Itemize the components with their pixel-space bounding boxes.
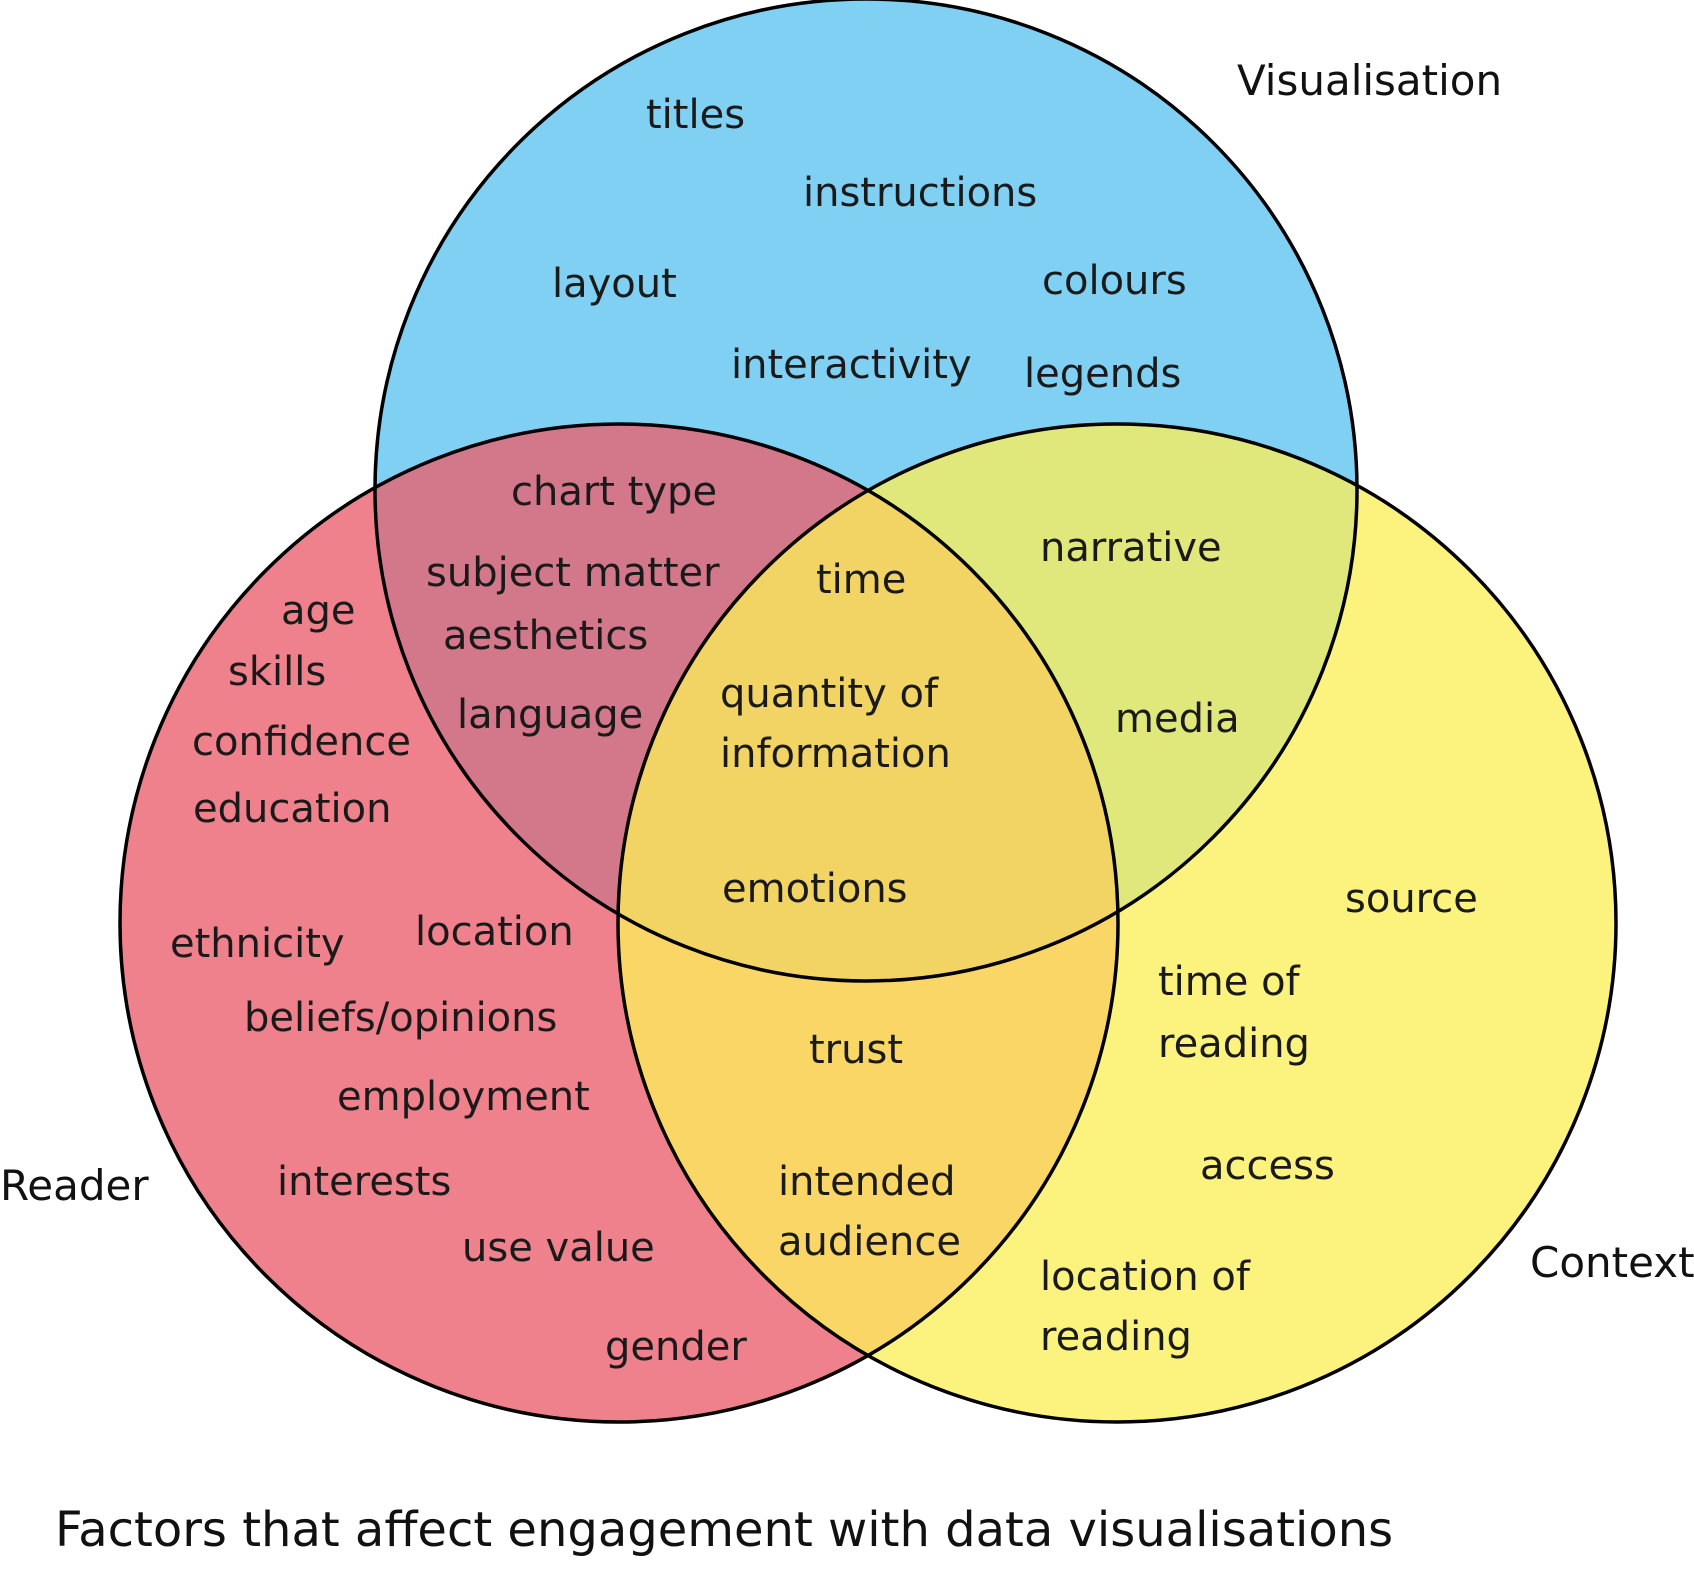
set-labels: Visualisation Reader Context: [0, 56, 1694, 1287]
item-language: language: [457, 692, 643, 738]
item-confidence: confidence: [192, 719, 411, 765]
item-quantity-of-information: quantity of information: [720, 671, 951, 777]
figure-caption: Factors that affect engagement with data…: [55, 1502, 1394, 1558]
visualisation-outline: [373, 0, 1359, 983]
item-chart-type: chart type: [511, 469, 717, 515]
item-emotions: emotions: [722, 866, 908, 912]
venn-diagram: Visualisation Reader Context titles inst…: [0, 0, 1694, 1424]
item-location-of-reading-line-2: reading: [1040, 1314, 1192, 1360]
item-media: media: [1115, 696, 1240, 742]
item-quantity-of-information-line-1: quantity of: [720, 671, 939, 717]
item-intended-audience: intended audience: [778, 1159, 961, 1265]
item-ethnicity: ethnicity: [170, 921, 345, 967]
item-quantity-of-information-line-2: information: [720, 731, 951, 777]
visualisation-only-items: titles instructions layout colours inter…: [552, 92, 1187, 397]
item-employment: employment: [337, 1074, 590, 1120]
context-set-label: Context: [1530, 1238, 1694, 1287]
venn-outlines: [118, 0, 1618, 1424]
item-legends: legends: [1024, 351, 1181, 397]
item-use-value: use value: [462, 1225, 655, 1271]
item-interactivity: interactivity: [731, 342, 972, 388]
reader-context-items: trust intended audience: [778, 1027, 961, 1265]
item-layout: layout: [552, 261, 677, 307]
item-education: education: [193, 786, 391, 832]
context-only-items: source time of reading access location o…: [1040, 876, 1478, 1360]
item-time-of-reading-line-2: reading: [1158, 1021, 1310, 1067]
visualisation-set-label: Visualisation: [1237, 56, 1502, 105]
visualisation-context-items: narrative media: [1040, 525, 1240, 742]
item-location: location: [415, 909, 574, 955]
item-titles: titles: [646, 92, 745, 138]
item-location-of-reading: location of reading: [1040, 1254, 1251, 1360]
item-time-of-reading-line-1: time of: [1158, 959, 1301, 1005]
item-interests: interests: [277, 1159, 451, 1205]
reader-outline: [118, 422, 1120, 1424]
item-location-of-reading-line-1: location of: [1040, 1254, 1251, 1300]
context-outline: [616, 422, 1618, 1424]
item-trust: trust: [809, 1027, 903, 1073]
item-intended-audience-line-1: intended: [778, 1159, 956, 1205]
item-age: age: [281, 588, 356, 634]
item-intended-audience-line-2: audience: [778, 1219, 961, 1265]
item-beliefs-opinions: beliefs/opinions: [244, 995, 557, 1041]
item-subject-matter: subject matter: [426, 550, 720, 596]
item-instructions: instructions: [803, 170, 1037, 216]
reader-only-items: age skills confidence education ethnicit…: [170, 588, 747, 1370]
item-access: access: [1200, 1143, 1335, 1189]
item-time-of-reading: time of reading: [1158, 959, 1310, 1067]
reader-set-label: Reader: [0, 1161, 149, 1210]
item-time: time: [816, 557, 906, 603]
visualisation-reader-items: chart type subject matter aesthetics lan…: [426, 469, 720, 738]
item-aesthetics: aesthetics: [443, 613, 648, 659]
item-colours: colours: [1042, 258, 1187, 304]
item-narrative: narrative: [1040, 525, 1222, 571]
item-gender: gender: [605, 1324, 747, 1370]
item-source: source: [1345, 876, 1478, 922]
all-sets-items: time quantity of information emotions: [720, 557, 951, 912]
item-skills: skills: [228, 649, 326, 695]
